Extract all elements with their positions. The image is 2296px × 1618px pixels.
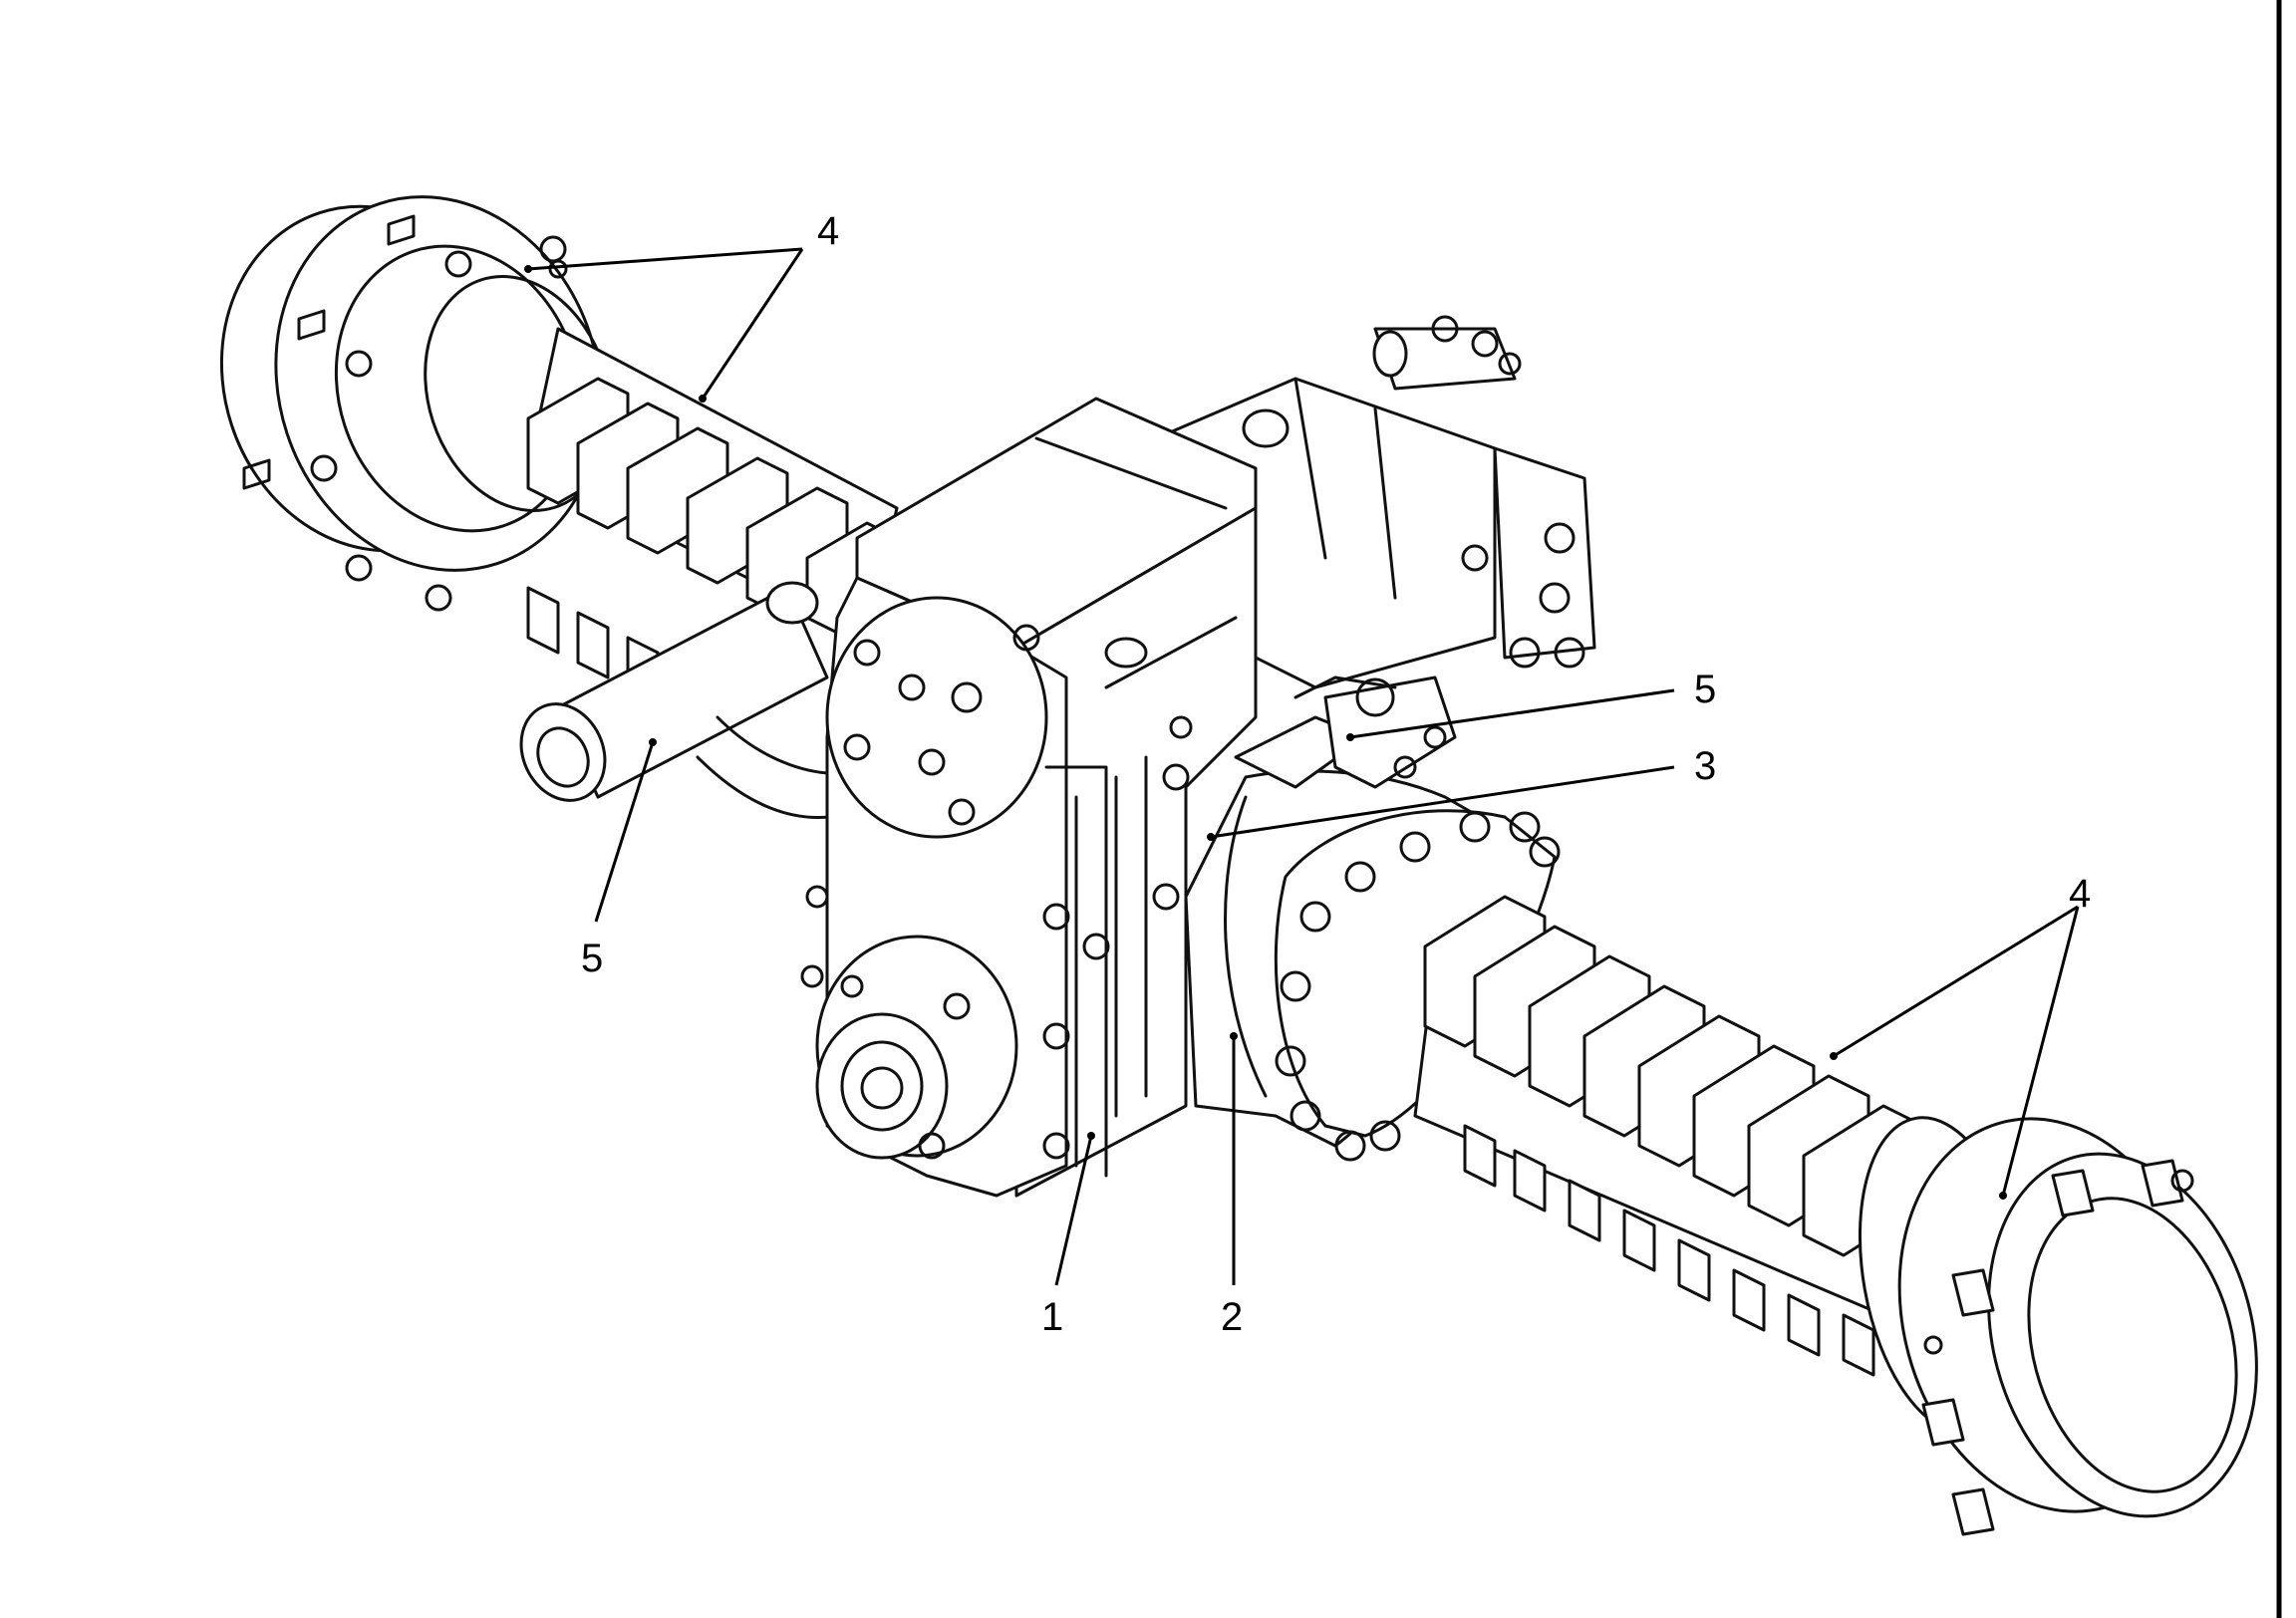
mounting-pin-left bbox=[519, 581, 889, 819]
callout-5-left: 5 bbox=[581, 937, 603, 980]
differential-housing bbox=[1184, 769, 1561, 1162]
transfer-gearbox bbox=[800, 397, 1258, 1198]
left-wheel-hub bbox=[219, 195, 613, 612]
right-wheel-hub bbox=[1858, 1116, 2258, 1536]
callout-5-right: 5 bbox=[1694, 668, 1716, 711]
callout-2: 2 bbox=[1221, 1295, 1243, 1339]
callout-4-top: 4 bbox=[817, 209, 839, 253]
callout-1: 1 bbox=[1041, 1295, 1063, 1339]
mounting-bracket-right bbox=[1234, 675, 1457, 789]
leader-lines bbox=[524, 247, 2080, 1286]
right-axle-tube bbox=[1413, 895, 1935, 1377]
callout-4-bottom: 4 bbox=[2069, 872, 2091, 916]
callout-3: 3 bbox=[1694, 744, 1716, 788]
